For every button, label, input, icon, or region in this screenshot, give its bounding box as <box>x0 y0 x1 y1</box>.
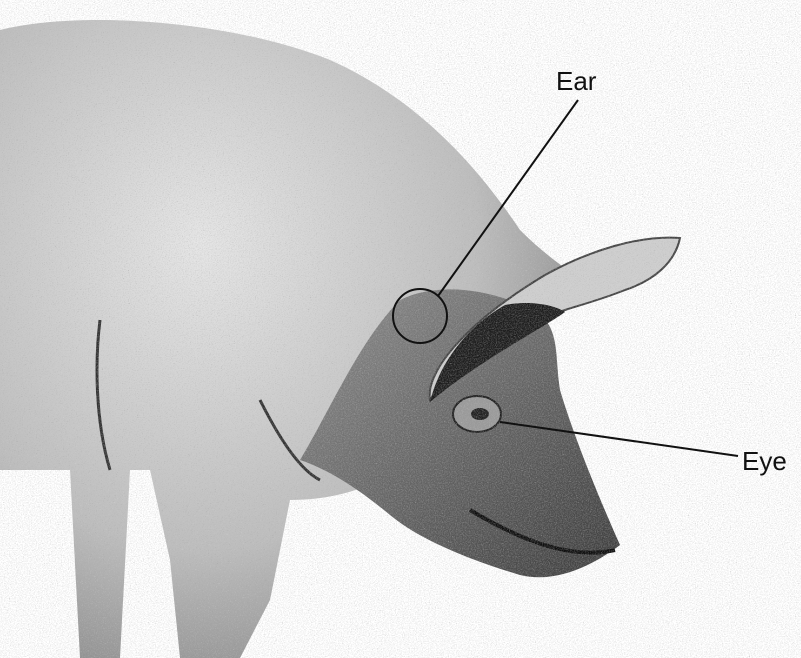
eye-label: Eye <box>742 446 787 476</box>
ear-label: Ear <box>556 66 597 96</box>
